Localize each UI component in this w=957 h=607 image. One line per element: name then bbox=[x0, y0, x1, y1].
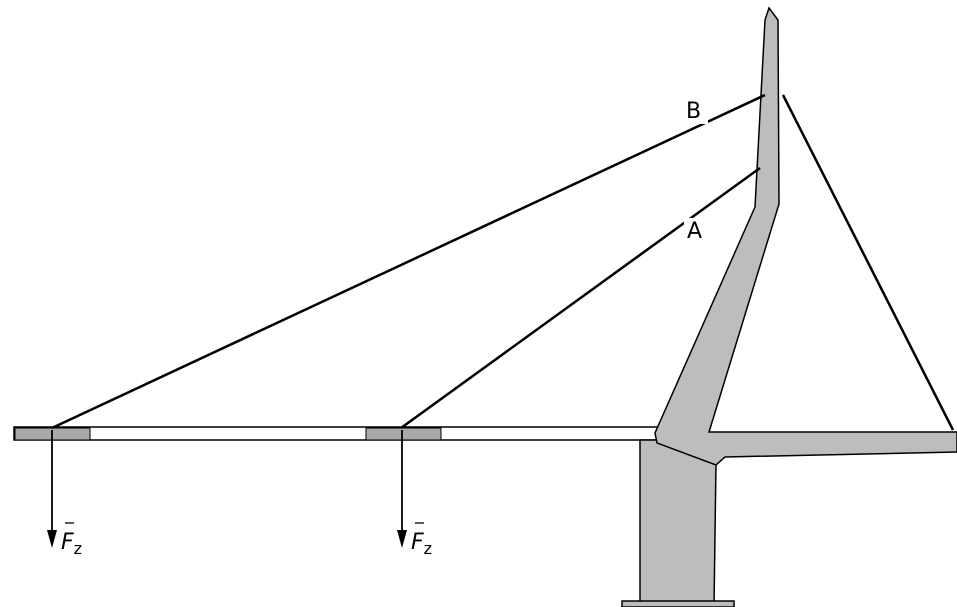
deck-anchor-middle bbox=[365, 427, 442, 441]
force-arrow-middle-head bbox=[397, 530, 407, 548]
force-arrow-left-head bbox=[47, 530, 57, 548]
force-symbol: F bbox=[61, 530, 74, 555]
bridge-pylon bbox=[654, 6, 957, 466]
cable-b-label: B bbox=[686, 99, 701, 124]
force-label-middle: Fz bbox=[411, 522, 432, 558]
cable-b-label-bg bbox=[683, 96, 708, 124]
cable-a-label: A bbox=[687, 219, 702, 244]
bridge-pier bbox=[639, 439, 717, 607]
bridge-deck bbox=[13, 426, 665, 441]
back-stay-cable bbox=[781, 94, 955, 431]
svg-text:Fz: Fz bbox=[411, 530, 432, 558]
cable-a-label-bg bbox=[684, 218, 710, 244]
force-subscript: z bbox=[424, 539, 432, 558]
force-label-left: Fz bbox=[61, 522, 82, 558]
pier-footing bbox=[621, 600, 735, 607]
svg-text:Fz: Fz bbox=[61, 530, 82, 558]
cable-b bbox=[51, 93, 766, 430]
force-symbol: F bbox=[411, 530, 424, 555]
force-subscript: z bbox=[74, 539, 82, 558]
cable-a bbox=[400, 166, 761, 430]
